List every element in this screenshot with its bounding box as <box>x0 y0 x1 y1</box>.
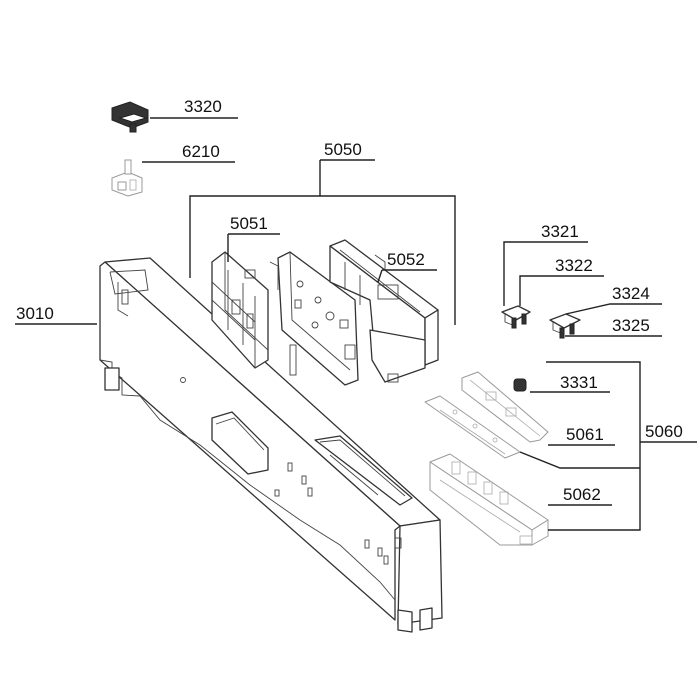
clip-3324-3325-drawing <box>549 313 581 339</box>
label-3324: 3324 <box>612 284 650 303</box>
part-labels: 3320 6210 5050 5051 5052 3010 3321 3322 … <box>16 97 683 504</box>
label-3320: 3320 <box>184 97 222 116</box>
label-3331: 3331 <box>560 373 598 392</box>
leader-lines <box>15 117 697 531</box>
housing-5052-drawing <box>329 239 439 383</box>
control-panel-3010-drawing <box>99 257 443 633</box>
label-5052: 5052 <box>387 250 425 269</box>
label-3325: 3325 <box>612 316 650 335</box>
label-5050: 5050 <box>324 140 362 159</box>
clip-3321-3322-drawing <box>501 305 531 329</box>
label-5061: 5061 <box>566 425 604 444</box>
grommet-3331-drawing <box>513 378 527 392</box>
knob-3320-drawing <box>111 101 149 133</box>
label-5060: 5060 <box>645 422 683 441</box>
label-3010: 3010 <box>16 304 54 323</box>
block-5062-drawing <box>429 453 549 546</box>
label-6210: 6210 <box>182 142 220 161</box>
frame-5061-drawing <box>424 371 549 459</box>
label-5062: 5062 <box>563 485 601 504</box>
module-5051-drawing <box>211 251 269 369</box>
switch-6210-drawing <box>111 159 143 197</box>
label-3322: 3322 <box>555 256 593 275</box>
pcb-board-drawing <box>269 251 359 386</box>
label-5051: 5051 <box>230 214 268 233</box>
label-3321: 3321 <box>541 222 579 241</box>
